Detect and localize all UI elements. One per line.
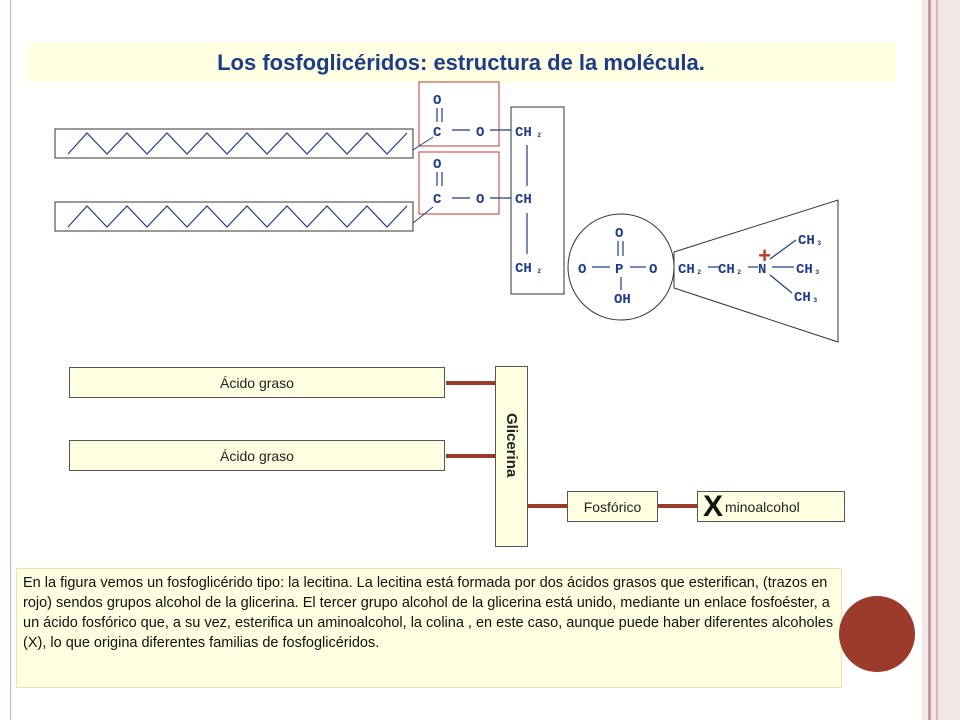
oxygen-label: O xyxy=(649,262,657,278)
phosphorus-label: P xyxy=(615,262,623,278)
oxygen-label: O xyxy=(476,192,484,208)
choline-group-box xyxy=(673,199,839,343)
fatty-acid-label-1: Ácido graso xyxy=(220,375,294,391)
ch2-choline-1: CH₂ xyxy=(678,262,702,278)
oxygen-label: O xyxy=(578,262,586,278)
left-frame xyxy=(0,0,11,720)
nitrogen-label: N xyxy=(758,262,766,278)
title-dot: . xyxy=(698,50,705,75)
ch2-choline-2: CH₂ xyxy=(718,262,742,278)
description-box: En la figura vemos un fosfoglicérido tip… xyxy=(16,568,842,688)
oxygen-label: O xyxy=(615,226,623,242)
phosphoric-label: Fosfórico xyxy=(583,499,642,515)
page-title: Los fosfoglicéridos: estructura de la mo… xyxy=(26,50,896,76)
methyl-label-top: CH₃ xyxy=(798,233,822,249)
right-frame xyxy=(922,0,960,720)
ch-label: CH xyxy=(515,192,532,208)
plus-charge-icon: + xyxy=(758,245,771,270)
fatty-acid-box-2: Ácido graso xyxy=(69,440,445,471)
glycerol-label: Glicerina xyxy=(503,413,520,478)
fatty-acid-label-2: Ácido graso xyxy=(220,448,294,464)
phosphoric-box: Fosfórico xyxy=(567,491,658,522)
variable-x-mark: X xyxy=(703,490,724,523)
title-bar: Los fosfoglicéridos: estructura de la mo… xyxy=(26,42,896,82)
carbon-label: C xyxy=(433,192,442,208)
carbon-label: C xyxy=(433,125,442,141)
frame-stripe xyxy=(928,0,931,720)
hydroxyl-label: OH xyxy=(614,292,631,308)
bond xyxy=(769,274,793,294)
frame-stripe xyxy=(936,0,938,720)
oxygen-label: O xyxy=(433,93,441,109)
fatty-acid-chain-2 xyxy=(54,201,414,232)
zigzag-chain-1 xyxy=(67,132,408,155)
description-text: En la figura vemos un fosfoglicérido tip… xyxy=(23,575,834,651)
ester-box-2 xyxy=(418,151,500,215)
fatty-acid-box-1: Ácido graso xyxy=(69,367,445,398)
title-text: Los fosfoglicéridos: estructura de la mo… xyxy=(217,50,699,75)
methyl-label-middle: CH₃ xyxy=(796,262,820,278)
bond xyxy=(769,239,797,260)
oxygen-label: O xyxy=(476,125,484,141)
glycerol-backbone-box xyxy=(510,106,565,295)
ester-box-1 xyxy=(418,81,500,147)
glycerol-box: Glicerina xyxy=(495,366,528,547)
decorative-circle xyxy=(839,596,915,672)
methyl-label-bottom: CH₃ xyxy=(794,290,818,306)
fatty-acid-chain-1 xyxy=(54,128,414,159)
aminoalcohol-label: minoalcohol xyxy=(725,499,800,515)
ester-link-2 xyxy=(412,206,434,224)
aminoalcohol-box: X minoalcohol xyxy=(697,490,845,523)
ester-link-1 xyxy=(412,136,434,151)
zigzag-chain-2 xyxy=(67,205,408,228)
oxygen-label: O xyxy=(433,157,441,173)
